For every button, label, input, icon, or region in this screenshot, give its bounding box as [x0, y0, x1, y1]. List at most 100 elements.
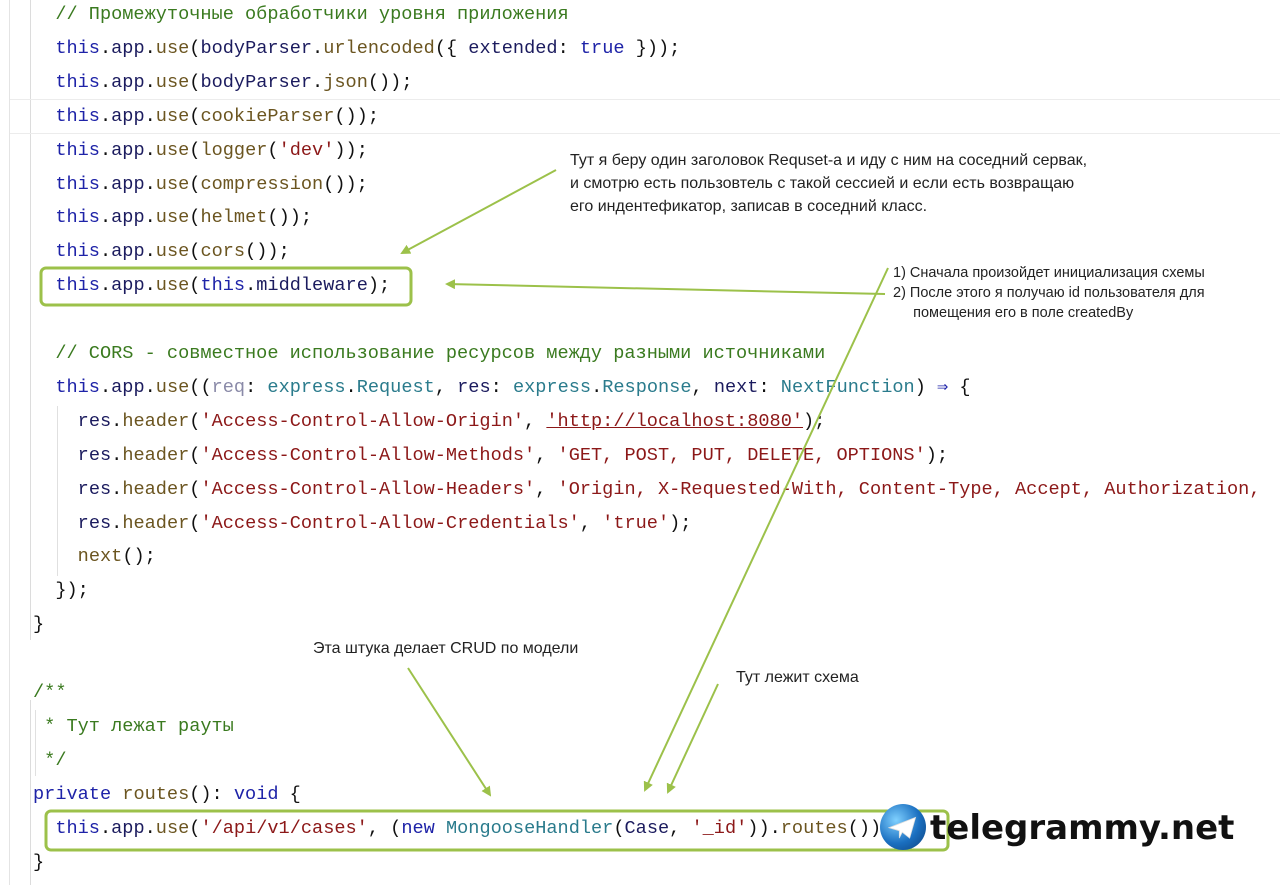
watermark: telegrammy.net	[930, 808, 1235, 848]
code-token-pu: }	[33, 851, 45, 873]
code-token-pu: (	[189, 444, 201, 466]
code-line[interactable]: this.app.use(cors());	[55, 236, 289, 268]
code-token-id: res	[77, 444, 112, 466]
code-token-fn: json	[323, 71, 368, 93]
code-line[interactable]: res.header('Access-Control-Allow-Origin'…	[78, 406, 826, 438]
code-token-pu: ());	[245, 241, 290, 263]
code-token-pu: );	[669, 512, 692, 534]
indent-guide	[35, 710, 36, 776]
code-token-id: middleware	[256, 275, 368, 297]
code-token-pu: ());	[323, 173, 368, 195]
code-line[interactable]: */	[33, 745, 66, 777]
code-line[interactable]: });	[55, 575, 88, 607]
schema-note: Тут лежит схема	[736, 669, 859, 686]
code-line[interactable]: res.header('Access-Control-Allow-Credent…	[78, 508, 692, 540]
code-token-pu: ());	[334, 105, 379, 127]
code-line[interactable]: this.app.use(helmet());	[55, 202, 312, 234]
code-token-fn: use	[155, 139, 190, 161]
arrow-crud	[407, 667, 492, 797]
code-line[interactable]: this.app.use(cookieParser());	[55, 101, 379, 133]
code-token-fn: cors	[200, 241, 246, 263]
code-token-pu: ,	[535, 444, 558, 466]
code-token-pu: {	[948, 376, 971, 398]
code-line[interactable]: this.app.use(bodyParser.json());	[55, 67, 412, 99]
code-token-ty: express	[267, 376, 346, 398]
code-token-pu: .	[144, 173, 156, 195]
code-token-pu: ());	[367, 71, 413, 93]
code-token-pu: .	[111, 478, 123, 500]
code-token-pu: :	[490, 376, 513, 398]
code-line[interactable]: /**	[33, 677, 66, 709]
code-line[interactable]: this.app.use(this.middleware);	[55, 270, 390, 302]
code-token-str: 'Access-Control-Allow-Headers'	[200, 478, 536, 500]
code-line[interactable]: }	[33, 847, 44, 879]
code-token-str: 'Origin, X-Requested-With, Content-Type,…	[557, 478, 1261, 500]
code-token-fn: cookieParser	[200, 105, 335, 127]
code-token-pu: (	[189, 139, 201, 161]
code-line[interactable]: next();	[78, 541, 156, 573]
code-line[interactable]: private routes(): void {	[33, 779, 301, 811]
code-token-pu: (	[189, 71, 201, 93]
code-token-kw: private	[33, 783, 112, 805]
code-token-kw: this	[55, 241, 100, 263]
code-line[interactable]: // CORS - совместное использование ресур…	[55, 338, 825, 370]
middleware-note: Тут я беру один заголовок Requset-a и ид…	[570, 152, 1088, 215]
code-line[interactable]: res.header('Access-Control-Allow-Methods…	[78, 440, 948, 472]
code-line[interactable]: * Тут лежат рауты	[33, 711, 234, 743]
code-token-kw: this	[55, 376, 100, 398]
code-token-pu: )	[914, 376, 938, 398]
code-token-pu: );	[925, 444, 949, 466]
code-token-pu: :	[758, 376, 781, 398]
code-token-pu: .	[312, 71, 324, 93]
code-token-pu: ,	[535, 478, 558, 500]
arrow-steps-to-handler	[643, 267, 889, 792]
code-token-id: app	[111, 71, 145, 93]
code-token-pu: .	[144, 71, 156, 93]
code-token-str: 'true'	[602, 512, 670, 534]
code-token-fn: header	[122, 478, 190, 500]
code-token-fn: header	[122, 444, 190, 466]
code-line[interactable]: res.header('Access-Control-Allow-Headers…	[78, 474, 1261, 506]
code-token-pu: .	[345, 376, 357, 398]
code-token-id: next	[713, 376, 759, 398]
code-token-pu: });	[55, 580, 89, 602]
code-token-pu: ();	[122, 546, 156, 568]
code-token-str: '_id'	[691, 817, 748, 839]
code-token-pu: .	[99, 376, 112, 398]
arrow-steps-to-middleware	[445, 279, 886, 295]
editor-gutter-line	[30, 0, 31, 640]
code-token-id: bodyParser	[200, 37, 313, 59]
code-line[interactable]: this.app.use('/api/v1/cases', (new Mongo…	[55, 813, 892, 845]
code-token-pu: ));	[334, 139, 368, 161]
code-line[interactable]: // Промежуточные обработчики уровня прил…	[55, 0, 568, 31]
routes-highlight-box	[44, 809, 950, 852]
code-line[interactable]: this.app.use((req: express.Request, res:…	[55, 372, 970, 404]
code-token-str: '/api/v1/cases'	[200, 817, 368, 839]
code-line[interactable]: }	[33, 609, 44, 641]
code-token-fn: routes	[122, 783, 190, 805]
code-token-fn: use	[155, 173, 190, 195]
code-line[interactable]: this.app.use(compression());	[55, 169, 368, 201]
code-token-pu: .	[245, 275, 257, 297]
code-line[interactable]: this.app.use(logger('dev'));	[55, 135, 368, 167]
code-line[interactable]: this.app.use(bodyParser.urlencoded({ ext…	[55, 33, 680, 65]
code-token-kw: void	[233, 783, 279, 805]
code-token-pu: .	[99, 71, 112, 93]
code-token-pu: (	[189, 173, 201, 195]
code-token-fn: use	[155, 37, 190, 59]
code-token-str: 'dev'	[278, 139, 335, 161]
code-token-fn: logger	[200, 139, 268, 161]
code-token-fn: use	[155, 105, 190, 127]
code-token-id: app	[111, 173, 145, 195]
code-token-ty: express	[512, 376, 592, 398]
code-token-id: bodyParser	[200, 71, 313, 93]
code-token-fn: use	[155, 241, 190, 263]
code-token-pu: (	[189, 37, 201, 59]
code-token-id: res	[457, 376, 491, 398]
telegram-globe-icon	[880, 804, 926, 850]
code-token-kw: this	[55, 37, 100, 59]
code-token-fn: compression	[200, 173, 324, 195]
code-token-kw: this	[200, 275, 246, 297]
code-token-pu: (	[189, 207, 201, 229]
